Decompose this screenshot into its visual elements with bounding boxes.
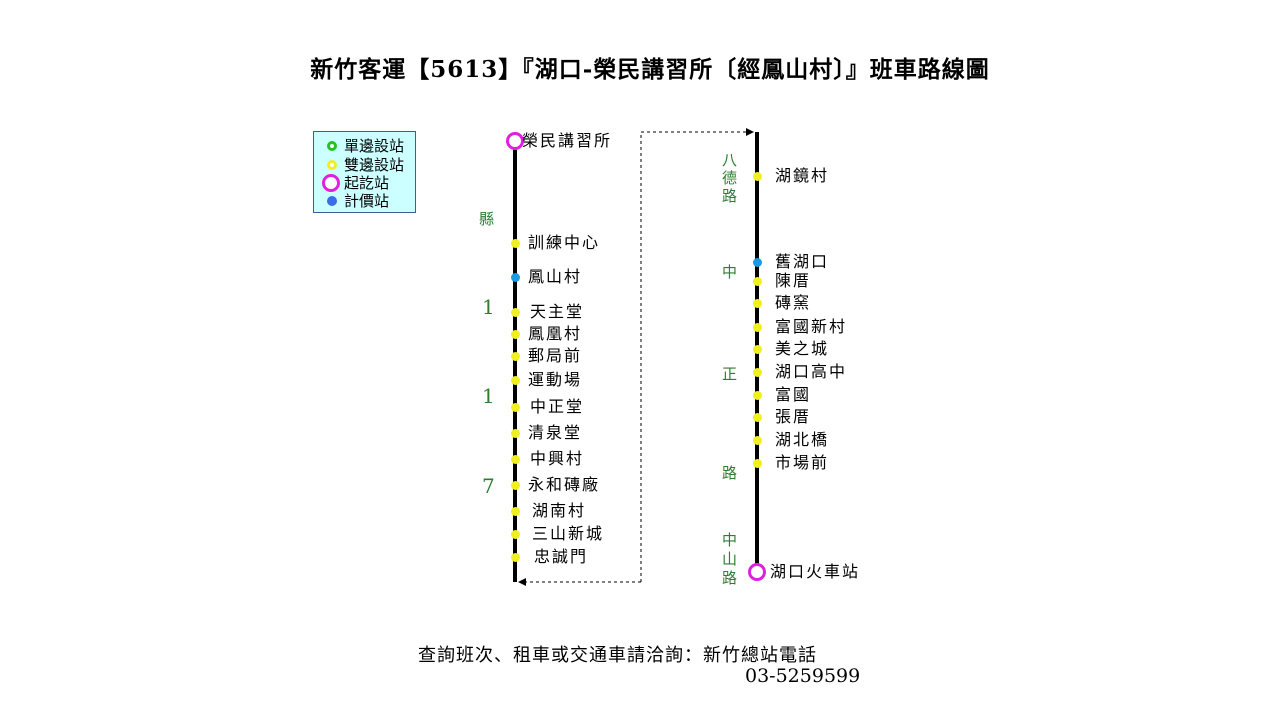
left-stop-label: 運動場: [528, 370, 583, 389]
left-stop-label: 三山新城: [532, 524, 605, 543]
legend-fare-label: 計價站: [344, 192, 390, 210]
left-stop-label: 永和磚廠: [528, 475, 601, 494]
right-road-label: 中: [722, 531, 738, 549]
left-stop-label: 湖南村: [532, 501, 587, 520]
double-stop-marker: [752, 458, 762, 468]
left-road-label: 1: [482, 384, 495, 408]
right-road-label: 正: [722, 365, 738, 383]
right-stop-label: 湖口火車站: [770, 562, 861, 581]
footer-inquiry: 查詢班次、租車或交通車請洽詢：新竹總站電話: [418, 645, 817, 666]
terminal-stop-marker: [506, 132, 524, 150]
legend: 單邊設站 雙邊設站 起訖站 計價站: [313, 131, 416, 213]
double-stop-marker: [510, 402, 520, 412]
left-stop-label: 清泉堂: [528, 423, 583, 442]
double-stop-marker: [752, 322, 762, 332]
right-road-label: 山: [722, 550, 738, 568]
double-stop-marker: [510, 329, 520, 339]
double-stop-marker: [510, 454, 520, 464]
legend-double-label: 雙邊設站: [344, 156, 405, 174]
right-road-label: 八: [722, 151, 738, 169]
right-stop-label: 富國: [775, 385, 812, 404]
legend-terminal-label: 起訖站: [344, 174, 390, 192]
left-stop-label: 鳳山村: [528, 267, 583, 286]
double-stop-marker: [752, 276, 762, 286]
footer-phone: 03-5259599: [745, 665, 861, 687]
page-title: 新竹客運【5613】『湖口-榮民講習所〔經鳳山村〕』班車路線圖: [310, 56, 990, 83]
double-stop-marker: [510, 238, 520, 248]
right-stop-label: 磚窯: [775, 293, 812, 312]
double-stop-marker: [752, 390, 762, 400]
double-side-stop-icon: [327, 160, 337, 170]
left-stop-label: 鳳凰村: [528, 324, 583, 343]
right-stop-label: 舊湖口: [775, 252, 830, 271]
legend-single-label: 單邊設站: [344, 137, 405, 155]
right-road-label: 路: [722, 464, 738, 482]
fare-stop-icon: [327, 196, 337, 206]
right-stop-label: 美之城: [775, 339, 830, 358]
double-stop-marker: [752, 412, 762, 422]
double-stop-marker: [510, 552, 520, 562]
left-route-line: [513, 142, 517, 582]
connector-top: [640, 128, 754, 582]
left-stop-label: 忠誠門: [534, 547, 589, 566]
double-stop-marker: [510, 529, 520, 539]
double-stop-marker: [510, 428, 520, 438]
left-stop-label: 榮民講習所: [522, 131, 613, 150]
right-stop-label: 市場前: [775, 453, 830, 472]
double-stop-marker: [752, 344, 762, 354]
fare-stop-marker: [752, 257, 762, 267]
left-stop-label: 訓練中心: [528, 233, 601, 252]
terminal-stop-marker: [748, 563, 766, 581]
right-stop-label: 湖口高中: [775, 362, 848, 381]
double-stop-marker: [510, 375, 520, 385]
left-stop-label: 中興村: [530, 449, 585, 468]
double-stop-marker: [752, 171, 762, 181]
single-side-stop-icon: [327, 141, 337, 151]
double-stop-marker: [752, 298, 762, 308]
left-road-label: 7: [482, 474, 495, 498]
double-stop-marker: [752, 435, 762, 445]
left-stop-label: 中正堂: [530, 397, 585, 416]
right-road-label: 德: [722, 169, 738, 187]
left-stop-label: 郵局前: [528, 346, 583, 365]
double-stop-marker: [752, 367, 762, 377]
right-stop-label: 張厝: [775, 407, 812, 426]
left-road-label: 縣: [479, 210, 495, 228]
right-stop-label: 湖鏡村: [775, 166, 830, 185]
left-road-label: 1: [482, 295, 495, 319]
double-stop-marker: [510, 307, 520, 317]
right-stop-label: 陳厝: [775, 271, 812, 290]
fare-stop-marker: [510, 272, 520, 282]
terminal-stop-icon: [322, 174, 340, 192]
right-road-label: 路: [722, 569, 738, 587]
right-stop-label: 富國新村: [775, 317, 848, 336]
right-road-label: 中: [722, 263, 738, 281]
double-stop-marker: [510, 506, 520, 516]
right-stop-label: 湖北橋: [775, 430, 830, 449]
double-stop-marker: [510, 351, 520, 361]
double-stop-marker: [510, 480, 520, 490]
right-road-label: 路: [722, 187, 738, 205]
left-stop-label: 天主堂: [530, 302, 585, 321]
